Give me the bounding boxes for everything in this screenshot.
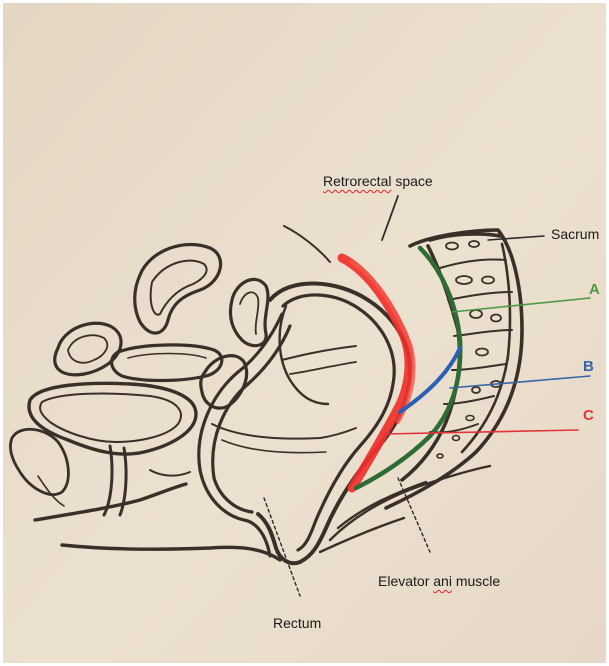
label-line-c: C [583,408,594,424]
paper-background [3,3,606,663]
label-retrorectal-space-word: space [391,173,432,189]
label-elevator-post: muscle [452,573,500,589]
label-line-a: A [589,282,600,298]
label-line-b: B [583,359,594,375]
label-retrorectal-space: Retrorectal space [323,173,433,189]
label-retrorectal-word: Retrorectal [323,173,391,189]
label-elevator-ani-word: ani [433,573,452,589]
label-rectum: Rectum [273,615,321,631]
label-sacrum: Sacrum [551,226,599,242]
label-elevator-pre: Elevator [378,573,433,589]
label-elevator-ani-muscle: Elevator ani muscle [378,573,500,589]
